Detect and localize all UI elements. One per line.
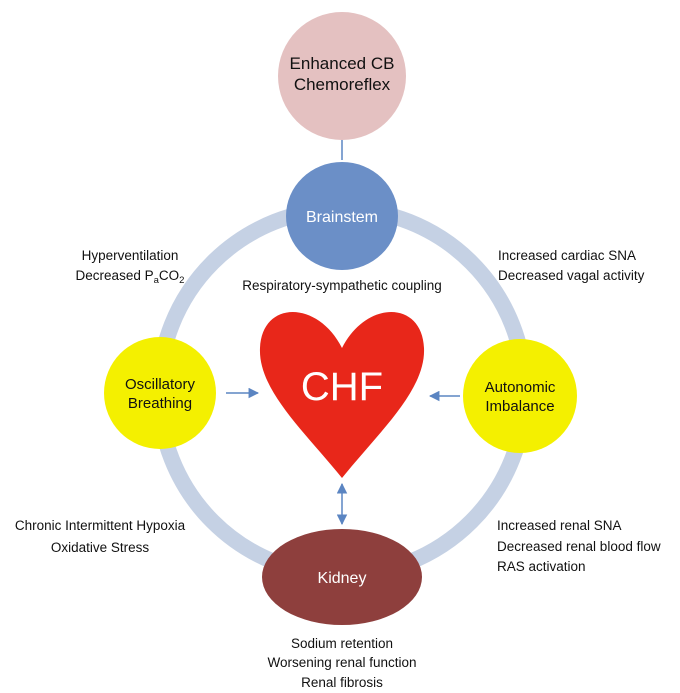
bottom-right-annotation: Increased renal SNA Decreased renal bloo… [497, 518, 661, 574]
autonomic-imbalance-circle [463, 339, 577, 453]
bottom-center-annotation: Sodium retention Worsening renal functio… [267, 636, 416, 690]
paco2-subscript-2: 2 [179, 275, 184, 286]
sodium-retention-label: Sodium retention [291, 636, 393, 651]
intermittent-hypoxia-label: Chronic Intermittent Hypoxia [15, 518, 186, 533]
oxidative-stress-label: Oxidative Stress [51, 540, 150, 555]
brainstem-label: Brainstem [306, 209, 378, 226]
decreased-paco2-label: Decreased PaCO2 [76, 268, 185, 286]
renal-fibrosis-label: Renal fibrosis [301, 675, 383, 690]
chf-heart-node: CHF [259, 312, 425, 478]
oscillatory-label-line1: Oscillatory [125, 376, 196, 393]
renal-blood-flow-label: Decreased renal blood flow [497, 539, 661, 554]
autonomic-label-line2: Imbalance [485, 398, 554, 415]
paco2-subscript-a: a [154, 275, 160, 286]
heart-shape [259, 312, 425, 478]
renal-sna-label: Increased renal SNA [497, 518, 622, 533]
oscillatory-label-line2: Breathing [128, 395, 192, 412]
oscillatory-breathing-node: Oscillatory Breathing [104, 337, 216, 449]
ras-activation-label: RAS activation [497, 559, 586, 574]
paco2-prefix: Decreased P [76, 268, 154, 283]
chemoreflex-label-line1: Enhanced CB [290, 54, 395, 73]
vagal-activity-label: Decreased vagal activity [498, 268, 645, 283]
brainstem-circle [286, 162, 398, 270]
kidney-label: Kidney [318, 570, 367, 587]
chemoreflex-node: Enhanced CB Chemoreflex [278, 12, 406, 140]
paco2-co: CO [159, 268, 179, 283]
brainstem-node: Brainstem [286, 162, 398, 270]
renal-function-label: Worsening renal function [267, 655, 416, 670]
chemoreflex-label-line2: Chemoreflex [294, 75, 391, 94]
chemoreflex-circle [278, 12, 406, 140]
kidney-node: Kidney [262, 529, 422, 625]
autonomic-label-line1: Autonomic [485, 379, 556, 396]
respiratory-sympathetic-label: Respiratory-sympathetic coupling [242, 278, 442, 293]
chf-label: CHF [301, 365, 383, 409]
oscillatory-breathing-circle [104, 337, 216, 449]
top-left-annotation: Hyperventilation Decreased PaCO2 [76, 248, 185, 286]
hyperventilation-label: Hyperventilation [82, 248, 179, 263]
bottom-left-annotation: Chronic Intermittent Hypoxia Oxidative S… [15, 518, 186, 555]
top-right-annotation: Increased cardiac SNA Decreased vagal ac… [498, 248, 645, 283]
kidney-ellipse [262, 529, 422, 625]
autonomic-imbalance-node: Autonomic Imbalance [463, 339, 577, 453]
cardiac-sna-label: Increased cardiac SNA [498, 248, 636, 263]
